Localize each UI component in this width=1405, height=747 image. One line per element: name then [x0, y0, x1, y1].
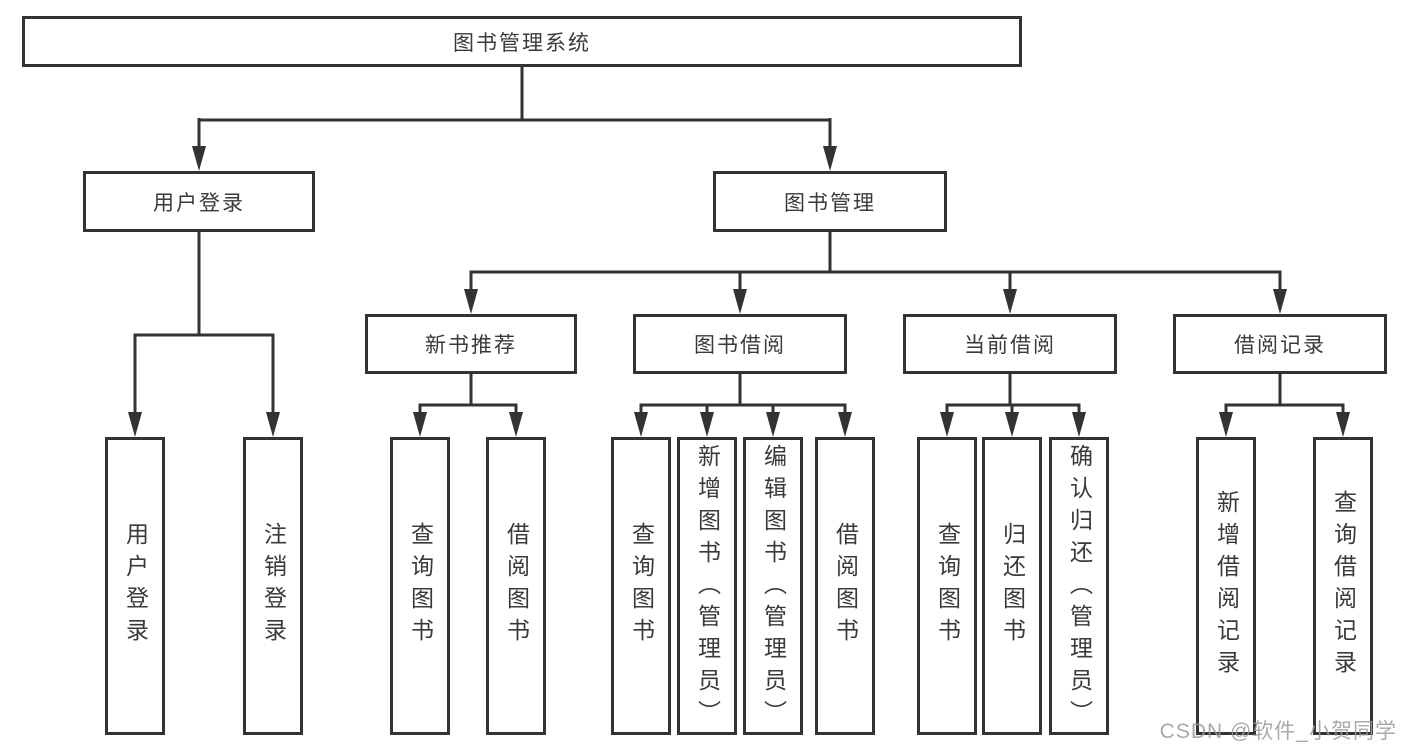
leaf-label: 借阅图书	[503, 522, 530, 650]
leaf-label: 查询借阅记录	[1330, 490, 1357, 682]
leaf-return-books: 归还图书	[982, 437, 1042, 735]
leaf-label: 新增借阅记录	[1213, 490, 1240, 682]
node-library-management-system: 图书管理系统	[22, 16, 1022, 67]
leaf-edit-books-admin: 编辑图书（管理员）	[743, 437, 803, 735]
leaf-query-books-borrowing: 查询图书	[611, 437, 671, 735]
node-current-borrowing: 当前借阅	[903, 314, 1117, 374]
leaf-label: 用户登录	[122, 522, 149, 650]
leaf-label: 注销登录	[260, 522, 287, 650]
leaf-query-books-recommend: 查询图书	[390, 437, 450, 735]
node-label: 图书管理	[784, 191, 876, 215]
node-label: 用户登录	[153, 191, 245, 215]
node-label: 图书借阅	[694, 334, 786, 357]
node-label: 图书管理系统	[453, 31, 591, 55]
leaf-user-login: 用户登录	[105, 437, 165, 735]
node-user-login: 用户登录	[83, 171, 315, 232]
leaf-label: 编辑图书（管理员）	[760, 444, 787, 732]
leaf-label: 新增图书（管理员）	[694, 444, 721, 732]
node-label: 新书推荐	[425, 334, 517, 357]
leaf-label: 确认归还（管理员）	[1066, 444, 1093, 732]
leaf-add-books-admin: 新增图书（管理员）	[677, 437, 737, 735]
leaf-logout: 注销登录	[243, 437, 303, 735]
leaf-label: 查询图书	[934, 522, 961, 650]
leaf-borrow-books-borrowing: 借阅图书	[815, 437, 875, 735]
leaf-borrow-books-recommend: 借阅图书	[486, 437, 546, 735]
leaf-confirm-return-admin: 确认归还（管理员）	[1049, 437, 1109, 735]
leaf-label: 借阅图书	[832, 522, 859, 650]
node-borrowing-records: 借阅记录	[1173, 314, 1387, 374]
leaf-label: 查询图书	[628, 522, 655, 650]
leaf-add-borrow-record: 新增借阅记录	[1196, 437, 1256, 735]
leaf-label: 归还图书	[999, 522, 1026, 650]
node-new-book-recommendation: 新书推荐	[365, 314, 577, 374]
leaf-query-books-current: 查询图书	[917, 437, 977, 735]
node-label: 借阅记录	[1234, 334, 1326, 357]
leaf-query-borrow-record: 查询借阅记录	[1313, 437, 1373, 735]
csdn-watermark: CSDN @软件_小贺同学	[1159, 720, 1397, 743]
node-book-management: 图书管理	[713, 171, 947, 232]
node-book-borrowing: 图书借阅	[633, 314, 847, 374]
node-label: 当前借阅	[964, 334, 1056, 357]
leaf-label: 查询图书	[407, 522, 434, 650]
